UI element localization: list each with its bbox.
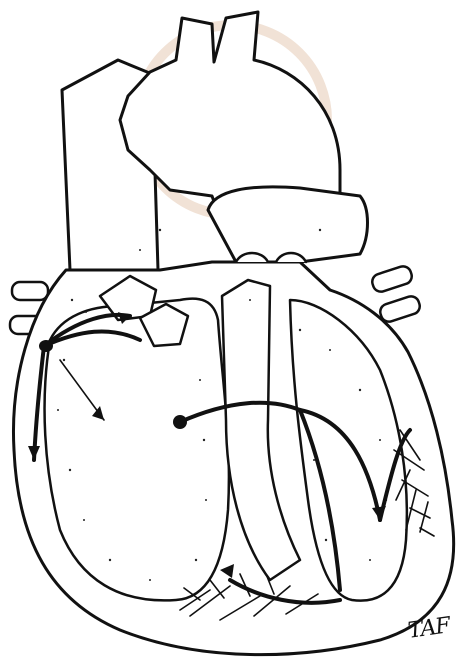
sinoatrial-node <box>39 340 53 352</box>
right-heart-chamber <box>45 299 229 601</box>
atrioventricular-node <box>173 415 187 429</box>
pulmonary-trunk <box>208 187 368 262</box>
